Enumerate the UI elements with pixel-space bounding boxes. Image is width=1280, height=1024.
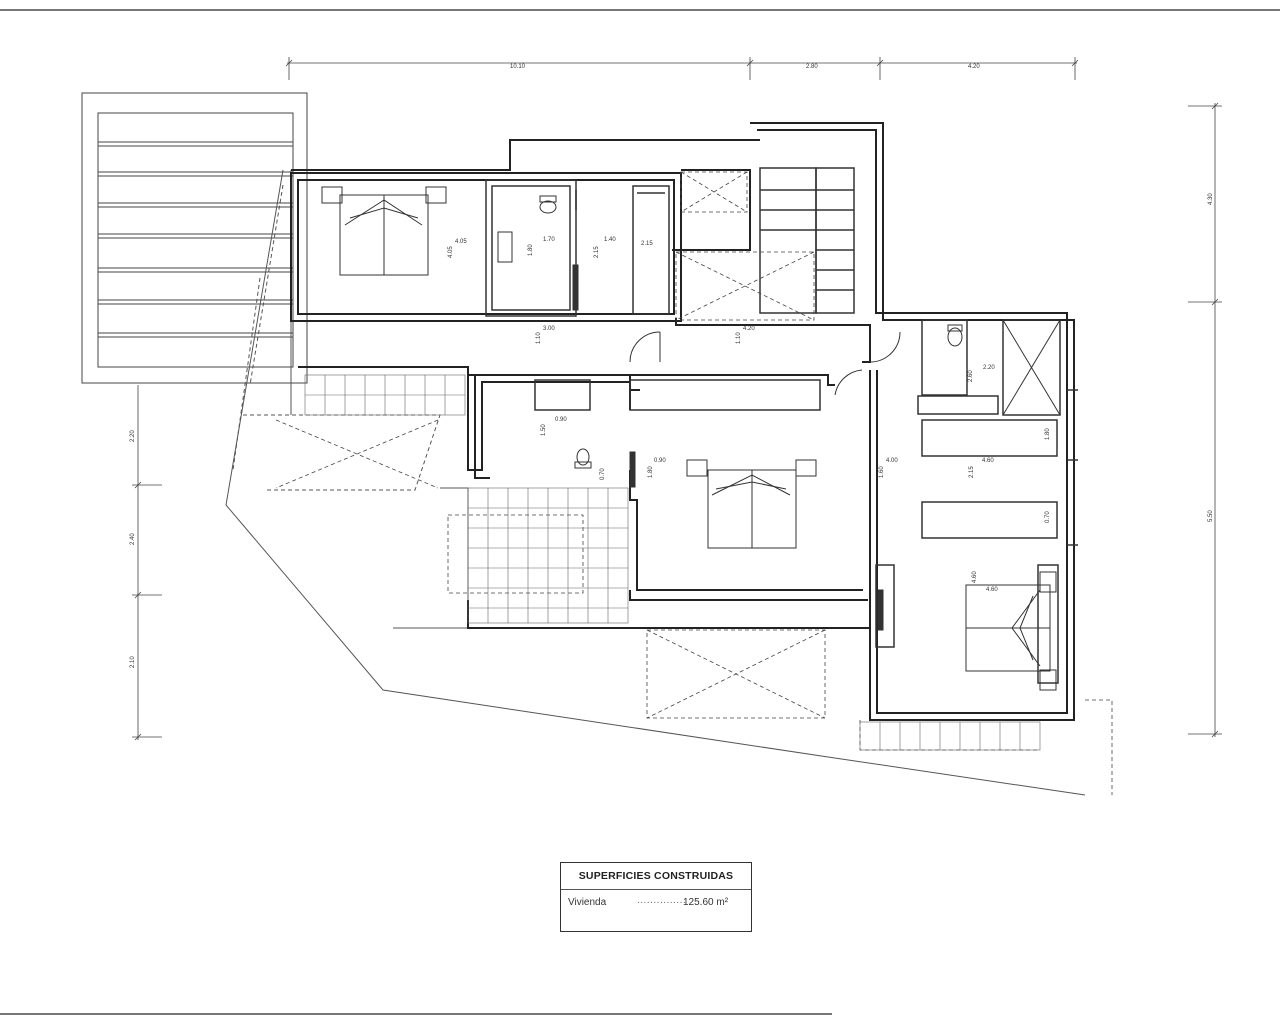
top-dimension-2: 2.80 [806, 64, 818, 70]
room-label: 4.05 [455, 239, 467, 245]
built-surfaces-table: SUPERFICIES CONSTRUIDAS Vivienda .......… [560, 862, 752, 932]
pergola-structure [81, 92, 308, 384]
room-label: 1.80 [528, 244, 534, 256]
room-label: 1.70 [543, 237, 555, 243]
room-label: 1.80 [1045, 428, 1051, 440]
room-label: 4.00 [886, 458, 898, 464]
top-dimension-line [285, 57, 1079, 80]
room-label: 4.60 [986, 587, 998, 593]
exterior-walls [290, 122, 1075, 721]
room-label: 2.15 [641, 241, 653, 247]
room-label: 2.60 [968, 370, 974, 382]
dwelling-label: Vivienda [568, 897, 607, 908]
room-label: 1.60 [879, 466, 885, 478]
room-label: 2.15 [594, 246, 600, 258]
room-label: 0.90 [654, 458, 666, 464]
bathroom-fixtures [497, 195, 1061, 631]
tiled-terrace [304, 374, 1041, 751]
bed-1 [321, 186, 447, 276]
room-label: 1.40 [604, 237, 616, 243]
room-label: 0.70 [600, 468, 606, 480]
left-dimension-2: 2.40 [130, 533, 136, 545]
room-dimension-labels: 4.05 4.05 1.70 1.80 1.40 2.15 2.15 3.00 … [448, 237, 1051, 593]
room-label: 2.20 [983, 365, 995, 371]
dwelling-surface-row: Vivienda ............... 125.60 m² [561, 890, 751, 916]
room-label: 4.60 [972, 571, 978, 583]
room-label: 3.00 [543, 326, 555, 332]
leader-dots: ............... [637, 895, 687, 906]
right-dimension-1: 4.30 [1208, 193, 1214, 205]
room-label: 4.60 [982, 458, 994, 464]
room-label: 1.10 [536, 332, 542, 344]
left-dimension-1: 2.20 [130, 430, 136, 442]
built-surfaces-title: SUPERFICIES CONSTRUIDAS [561, 863, 751, 890]
top-dimension-1: 10.10 [510, 64, 526, 70]
room-label: 1.80 [648, 466, 654, 478]
doors [629, 331, 901, 396]
right-dimension-line [1188, 102, 1222, 738]
bed-2 [686, 459, 817, 549]
room-label: 0.90 [555, 417, 567, 423]
room-label: 2.15 [969, 466, 975, 478]
left-dimension-3: 2.10 [130, 656, 136, 668]
void-areas [275, 171, 1113, 795]
dwelling-area-value: 125.60 m² [683, 897, 729, 908]
top-dimension-3: 4.20 [968, 64, 980, 70]
room-label: 1.10 [736, 332, 742, 344]
interior-walls [485, 167, 1078, 684]
bed-3 [965, 571, 1057, 691]
room-label: 0.70 [1045, 511, 1051, 523]
room-label: 4.05 [448, 246, 454, 258]
left-dimension-line [132, 385, 162, 741]
room-label: 1.50 [541, 424, 547, 436]
terrace-outline [225, 169, 1086, 796]
right-dimension-2: 5.50 [1208, 510, 1214, 522]
room-label: 4.20 [743, 326, 755, 332]
